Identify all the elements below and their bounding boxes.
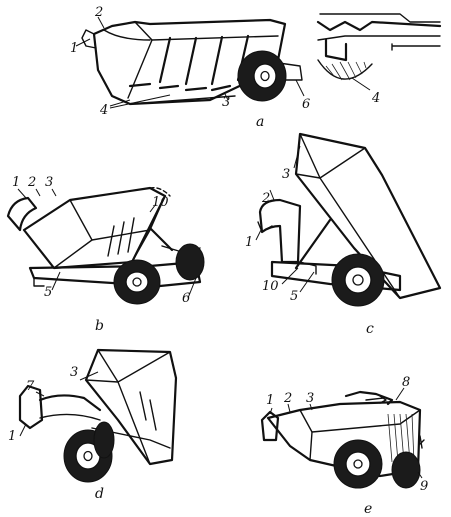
panel-b-label-6: 6 — [182, 291, 190, 306]
panel-e-label-3: 3 — [306, 391, 314, 406]
panel-d-label-7: 7 — [26, 379, 35, 394]
panel-b-body — [6, 186, 202, 288]
panel-b-caption: b — [95, 318, 104, 334]
panel-b-label-1: 1 — [12, 175, 20, 190]
panel-e-body — [260, 390, 425, 478]
panel-e-label-2: 2 — [283, 391, 292, 406]
panel-a-label-4: 4 — [99, 103, 108, 118]
panel-a-detail-trough — [316, 13, 442, 81]
panel-e: 1 2 3 8 9 e — [260, 375, 428, 517]
panel-e-caption: e — [364, 501, 372, 517]
panel-e-wheel — [333, 439, 421, 489]
panel-d-label-1: 1 — [8, 429, 16, 444]
panel-c: 1 2 3 10 5 c — [245, 132, 442, 337]
panel-d: 3 7 1 d — [8, 348, 178, 502]
panel-d-caption: d — [95, 486, 104, 502]
panel-c-label-5: 5 — [290, 289, 298, 304]
panel-c-label-3: 3 — [282, 167, 290, 182]
panel-c-label-10: 10 — [262, 279, 279, 294]
panel-b-label-5: 5 — [44, 285, 52, 300]
panel-a-label-2: 2 — [94, 5, 103, 20]
panel-b-label-10: 10 — [152, 195, 169, 210]
panel-a-detail-label-4: 4 — [371, 91, 380, 106]
panel-c-label-1: 1 — [245, 235, 253, 250]
panel-a: 1 2 4 3 6 4 a — [70, 5, 442, 130]
panel-c-label-2: 2 — [261, 191, 270, 206]
panel-d-body — [18, 348, 178, 466]
panel-c-caption: c — [366, 321, 374, 337]
panel-b-wheel — [113, 243, 205, 305]
panel-b-label-3: 3 — [45, 175, 53, 190]
panel-b-label-2: 2 — [27, 175, 36, 190]
panel-b: 1 2 3 10 5 6 b — [6, 175, 205, 334]
panel-c-wheel — [331, 253, 385, 307]
panel-a-label-6: 6 — [302, 97, 310, 112]
panel-d-wheel — [63, 421, 115, 483]
panel-a-label-1: 1 — [70, 41, 78, 56]
panel-e-label-9: 9 — [420, 479, 428, 494]
panel-a-label-3: 3 — [222, 95, 230, 110]
panel-e-label-8: 8 — [402, 375, 410, 390]
panel-e-label-1: 1 — [266, 393, 274, 408]
panel-a-wheel — [237, 50, 287, 102]
panel-a-caption: a — [256, 114, 264, 130]
panel-d-label-3: 3 — [70, 365, 78, 380]
